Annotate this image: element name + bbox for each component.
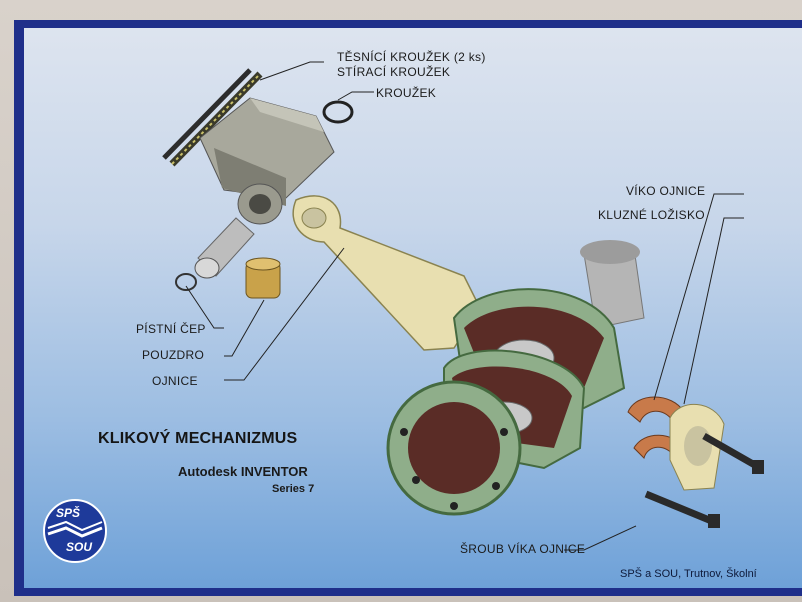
connecting-rod xyxy=(292,195,481,351)
label-sealing-rings: TĚSNÍCÍ KROUŽEK (2 ks) xyxy=(337,50,486,64)
bushing xyxy=(245,257,281,299)
flange xyxy=(386,380,522,516)
ring-shape xyxy=(322,100,354,124)
label-ring: KROUŽEK xyxy=(376,86,437,100)
poster-title: KLIKOVÝ MECHANIZMUS xyxy=(98,430,298,447)
label-conrod-cap: VÍKO OJNICE xyxy=(626,184,706,198)
school-logo: SPŠ SOU xyxy=(42,498,108,564)
label-bearing: KLUZNÉ LOŽISKO xyxy=(598,208,705,222)
poster-series: Series 7 xyxy=(272,483,315,495)
label-conrod: OJNICE xyxy=(152,374,198,388)
leader-lines xyxy=(185,61,744,551)
crank-mechanism-illustration xyxy=(162,61,764,551)
logo-top-text: SPŠ xyxy=(56,506,81,520)
label-oil-ring: STÍRACÍ KROUŽEK xyxy=(337,65,451,79)
label-bushing: POUZDRO xyxy=(142,348,205,362)
poster-footer: SPŠ a SOU, Trutnov, Školní xyxy=(620,568,757,580)
poster-subtitle: Autodesk INVENTOR xyxy=(178,464,308,479)
piston-pin xyxy=(175,217,255,291)
cap-bolts xyxy=(644,432,764,528)
poster: TĚSNÍCÍ KROUŽEK (2 ks) STÍRACÍ KROUŽEK K… xyxy=(24,28,802,588)
label-cap-bolt: ŠROUB VÍKA OJNICE xyxy=(460,542,586,556)
logo-bottom-text: SOU xyxy=(66,540,93,554)
bearing-and-cap xyxy=(627,396,725,491)
piston-rings xyxy=(162,68,263,167)
label-piston-pin: PÍSTNÍ ČEP xyxy=(136,322,206,336)
piston xyxy=(199,97,335,225)
logo-icon xyxy=(43,499,107,563)
